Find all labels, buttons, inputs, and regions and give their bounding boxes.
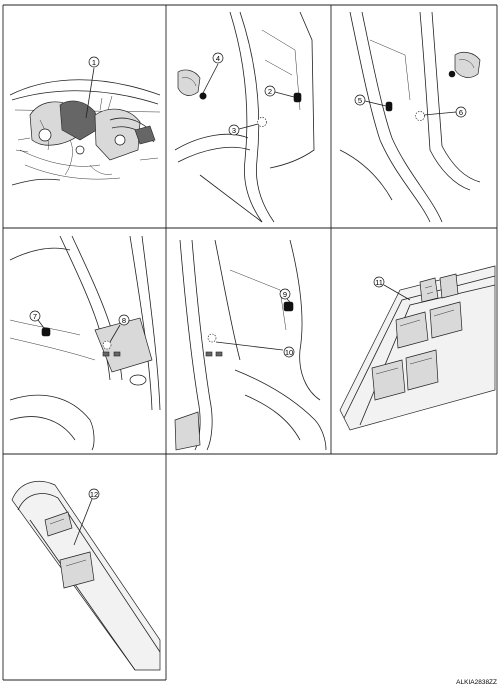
callout-5: 5 <box>358 96 362 105</box>
callout-8: 8 <box>122 316 126 325</box>
panel-grid <box>2 4 498 681</box>
panel-engine-room: 1 <box>9 56 161 186</box>
panel-rear-left-pillar: 7 8 <box>9 235 161 451</box>
panel-passenger-pillar: 5 6 <box>339 11 481 223</box>
panel-main-window-switch: 11 <box>339 265 496 431</box>
panel-rear-right-pillar: 9 10 <box>174 239 327 451</box>
callout-10: 10 <box>285 348 293 357</box>
panel-driver-pillar: 4 2 3 <box>174 11 315 223</box>
callout-1: 1 <box>92 58 96 67</box>
callout-9: 9 <box>283 290 287 299</box>
callout-3: 3 <box>232 126 236 135</box>
callout-4: 4 <box>216 54 220 63</box>
figure-code: ALKIA2838ZZ <box>456 679 497 686</box>
panel-passenger-window-switch: 12 <box>11 481 161 671</box>
callout-6: 6 <box>459 108 463 117</box>
callout-11: 11 <box>375 278 383 287</box>
callout-7: 7 <box>33 312 37 321</box>
callout-12: 12 <box>90 490 98 499</box>
callout-2: 2 <box>268 87 272 96</box>
